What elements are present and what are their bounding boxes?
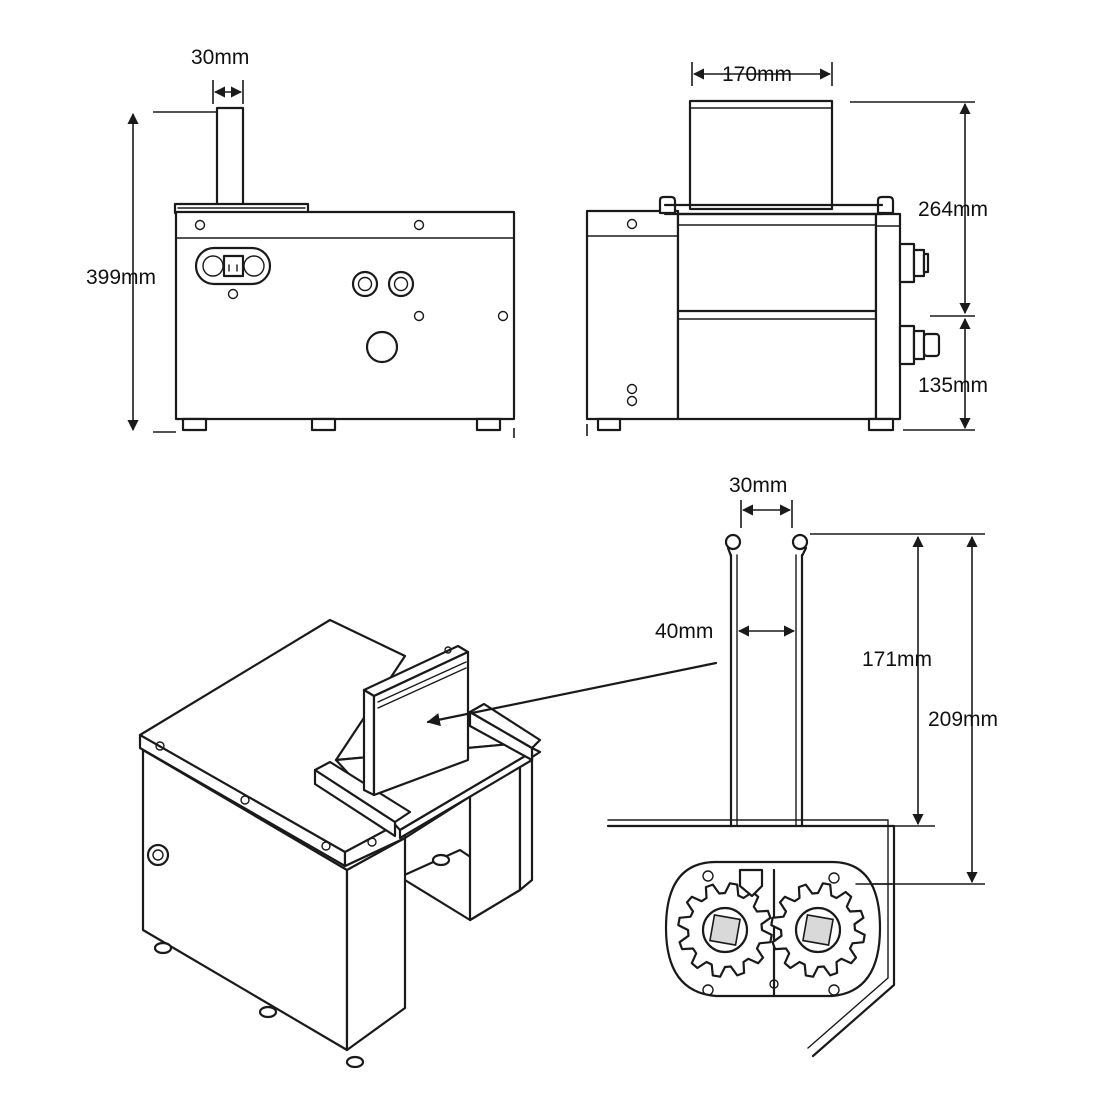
switch-panel [194, 246, 272, 286]
front-screw [227, 288, 239, 300]
gland-fitting [898, 324, 916, 366]
chute-lip-left [724, 533, 742, 551]
iso-foot [153, 941, 173, 955]
side-lower-height-label: 135mm [918, 374, 988, 397]
side-right-rail [874, 212, 902, 421]
front-foot [181, 417, 208, 432]
side-upper-height-label: 264mm [918, 198, 988, 221]
detail-outer-width-label: 40mm [655, 620, 713, 643]
iso-foot [345, 1055, 365, 1069]
side-view: 170mm 264mm 135mm [585, 62, 988, 436]
front-screw [413, 310, 425, 322]
iso-foot [258, 1005, 278, 1019]
control-knob [351, 270, 379, 298]
chute-lip-right [791, 533, 809, 551]
gear-right-shaft [802, 914, 834, 946]
outlet-hole [365, 330, 399, 364]
detail-chute-height-label: 171mm [862, 648, 932, 671]
detail-inner-width-label: 30mm [729, 474, 787, 497]
side-clip [876, 195, 895, 215]
front-screw [497, 310, 509, 322]
front-view: 30mm 399mm [86, 46, 516, 438]
iso-foot [431, 853, 451, 867]
iso-hopper-face [372, 650, 470, 797]
detail-total-height-label: 209mm [928, 708, 998, 731]
front-chute [215, 106, 245, 207]
side-body [676, 212, 878, 421]
feed-notch [738, 868, 764, 898]
gear-left-shaft [709, 914, 741, 946]
front-foot [475, 417, 502, 432]
gland-fitting [898, 242, 916, 284]
front-screw [413, 219, 425, 231]
base-plate [606, 824, 896, 1058]
front-foot [310, 417, 337, 432]
side-hopper [688, 99, 834, 211]
front-screw [194, 219, 206, 231]
side-foot [596, 417, 622, 432]
rocker-switch-icon [222, 254, 245, 278]
side-motor-housing [585, 209, 680, 421]
front-height-label: 399mm [86, 266, 156, 289]
side-hopper-width-label: 170mm [722, 63, 792, 86]
side-foot [867, 417, 895, 432]
iso-box-front-face [345, 836, 407, 1052]
front-housing [174, 210, 516, 421]
isometric-view [138, 618, 718, 1069]
detail-callout-arrow [426, 661, 718, 727]
iso-cable-gland [146, 843, 170, 867]
control-knob [387, 270, 415, 298]
front-chute-width-label: 30mm [191, 46, 249, 69]
detail-view: 30mm 40mm 171mm 209mm [606, 474, 998, 1058]
